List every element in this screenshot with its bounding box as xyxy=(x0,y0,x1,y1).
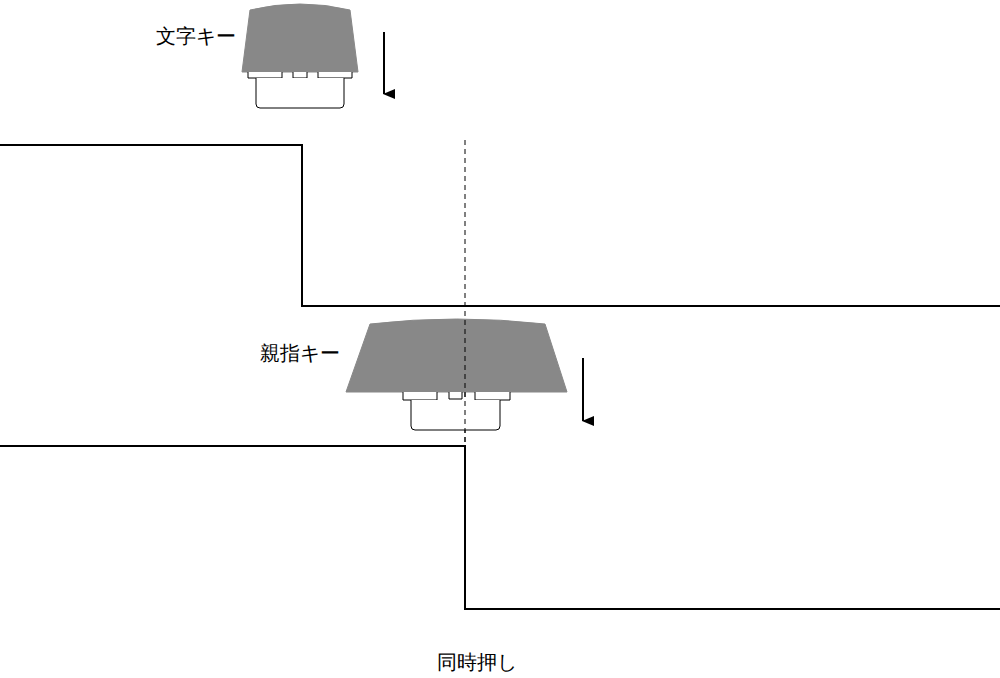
timing-dashed-line xyxy=(465,320,466,446)
key-label: 親指キー xyxy=(260,341,340,365)
thumb-key xyxy=(346,319,567,430)
caption-label: 同時押し xyxy=(437,650,517,674)
signal-line xyxy=(0,145,1000,306)
character-key xyxy=(242,4,358,108)
press-arrow xyxy=(383,32,385,94)
press-arrow xyxy=(582,358,584,421)
key-label: 文字キー xyxy=(156,24,236,48)
signal-line xyxy=(0,446,1000,609)
